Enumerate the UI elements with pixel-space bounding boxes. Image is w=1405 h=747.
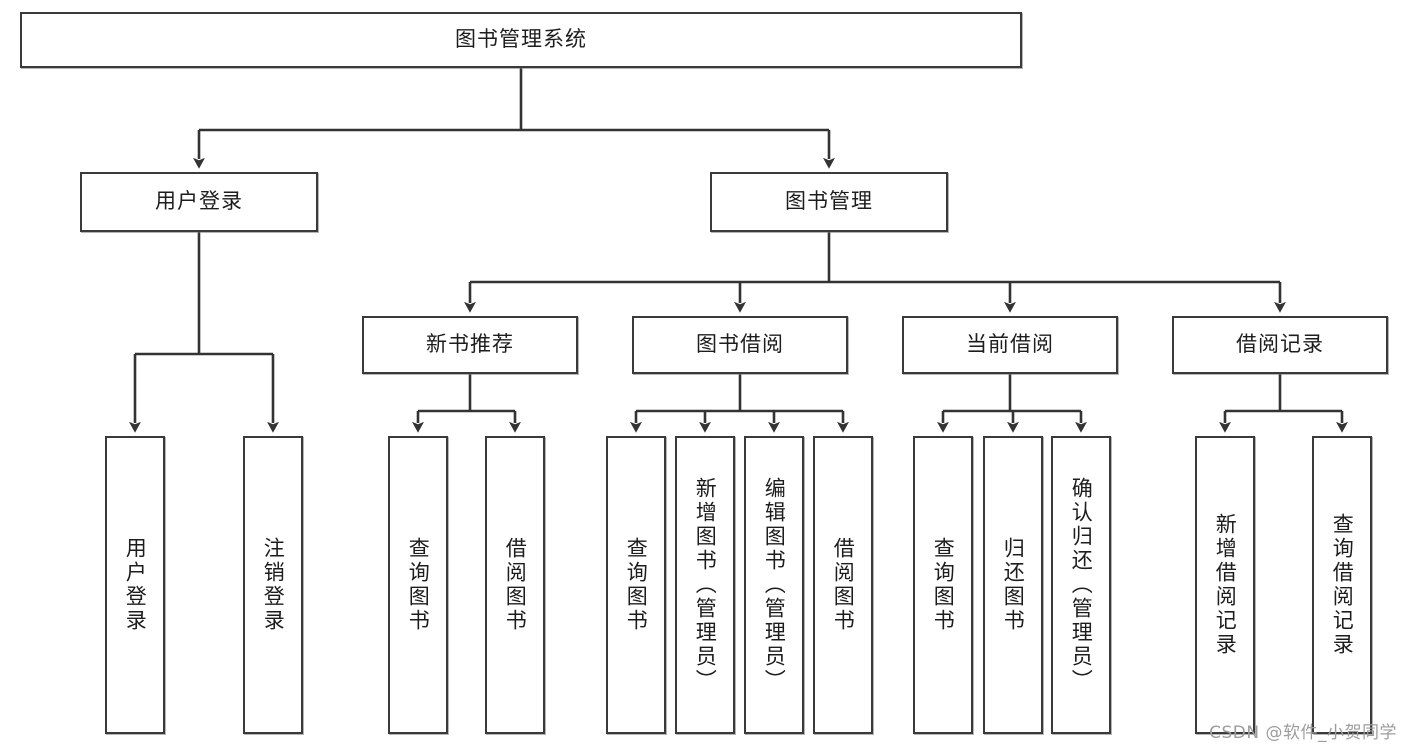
node-leaf-rec-add[interactable]: 新增借阅记录 (1195, 436, 1255, 734)
node-label-user-login: 用户登录 (155, 189, 243, 214)
node-label-root: 图书管理系统 (455, 27, 587, 52)
node-leaf-rec-borrow[interactable]: 借阅图书 (485, 436, 545, 734)
node-label-book-manage: 图书管理 (785, 189, 873, 214)
node-new-book-rec[interactable]: 新书推荐 (362, 316, 578, 374)
node-label-leaf-rec-add: 新增借阅记录 (1213, 513, 1238, 657)
node-book-manage[interactable]: 图书管理 (710, 172, 948, 232)
node-label-leaf-cur-return: 归还图书 (1001, 537, 1026, 633)
watermark-text: CSDN @软件_小贺同学 (1209, 723, 1397, 743)
node-leaf-cur-query[interactable]: 查询图书 (913, 436, 973, 734)
node-root[interactable]: 图书管理系统 (20, 12, 1022, 68)
node-label-current-borrow: 当前借阅 (966, 332, 1054, 357)
node-label-leaf-borrow-do: 借阅图书 (831, 537, 856, 633)
node-leaf-rec-query[interactable]: 查询图书 (388, 436, 448, 734)
node-label-borrow-record: 借阅记录 (1236, 332, 1324, 357)
node-label-leaf-user-login: 用户登录 (123, 537, 148, 633)
node-current-borrow[interactable]: 当前借阅 (902, 316, 1118, 374)
node-label-leaf-cur-query: 查询图书 (931, 537, 956, 633)
node-label-leaf-logout: 注销登录 (261, 537, 286, 633)
node-user-login[interactable]: 用户登录 (80, 172, 318, 232)
node-leaf-user-login[interactable]: 用户登录 (105, 436, 165, 734)
node-label-leaf-rec-borrow: 借阅图书 (503, 537, 528, 633)
node-book-borrow[interactable]: 图书借阅 (632, 316, 848, 374)
node-label-leaf-borrow-add: 新增图书（管理员） (693, 477, 718, 693)
node-label-new-book-rec: 新书推荐 (426, 332, 514, 357)
node-label-leaf-borrow-edit: 编辑图书（管理员） (762, 477, 787, 693)
node-label-leaf-borrow-query: 查询图书 (624, 537, 649, 633)
node-leaf-cur-confirm[interactable]: 确认归还（管理员） (1051, 436, 1111, 734)
node-label-book-borrow: 图书借阅 (696, 332, 784, 357)
node-leaf-borrow-add[interactable]: 新增图书（管理员） (675, 436, 735, 734)
node-label-leaf-rec-query2: 查询借阅记录 (1330, 513, 1355, 657)
node-leaf-borrow-edit[interactable]: 编辑图书（管理员） (744, 436, 804, 734)
node-leaf-rec-query2[interactable]: 查询借阅记录 (1312, 436, 1372, 734)
node-leaf-borrow-query[interactable]: 查询图书 (606, 436, 666, 734)
node-leaf-borrow-do[interactable]: 借阅图书 (813, 436, 873, 734)
node-borrow-record[interactable]: 借阅记录 (1172, 316, 1388, 374)
node-label-leaf-cur-confirm: 确认归还（管理员） (1069, 477, 1094, 693)
node-leaf-cur-return[interactable]: 归还图书 (983, 436, 1043, 734)
node-label-leaf-rec-query: 查询图书 (406, 537, 431, 633)
node-leaf-logout[interactable]: 注销登录 (243, 436, 303, 734)
